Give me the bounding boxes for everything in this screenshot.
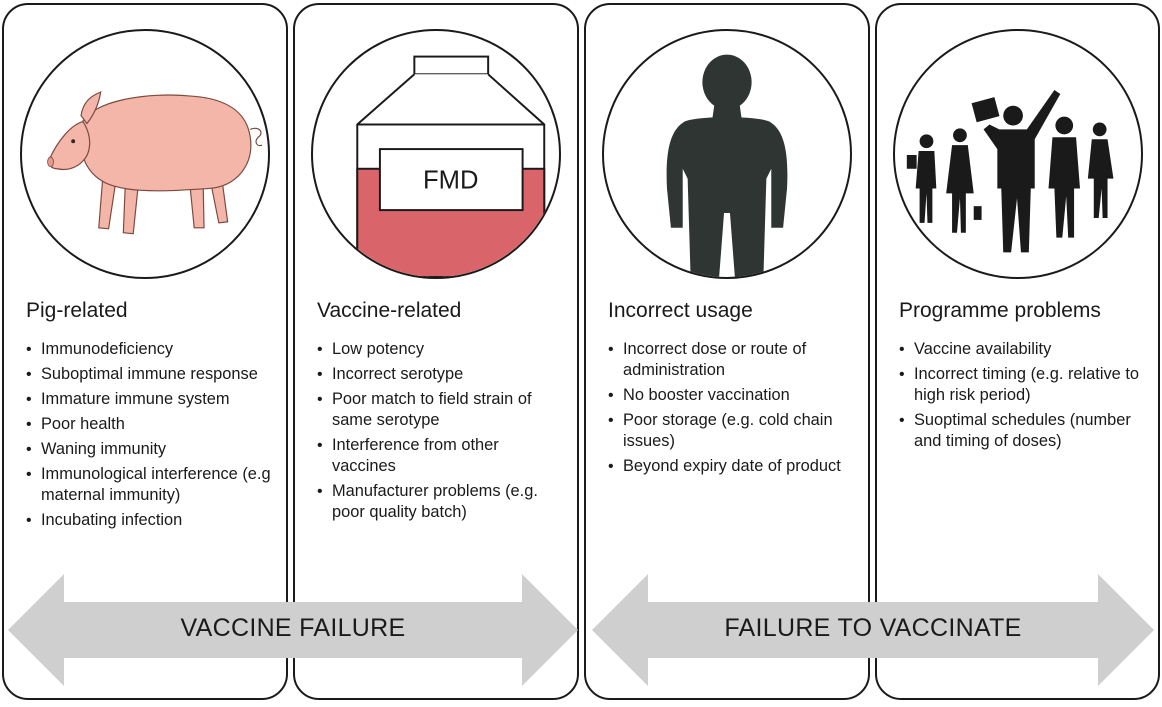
panel-vaccine-related: FMD Vaccine-related Low potency Incorrec… bbox=[293, 3, 579, 700]
people-image-circle bbox=[892, 29, 1143, 279]
list-item: Poor health bbox=[26, 414, 276, 435]
list-item: Manufacturer problems (e.g. poor quality… bbox=[317, 481, 567, 523]
list-item: Poor match to field strain of same serot… bbox=[317, 389, 567, 431]
panel-heading: Pig-related bbox=[26, 299, 128, 322]
arrow-label: FAILURE TO VACCINATE bbox=[724, 614, 1022, 642]
double-arrow-icon bbox=[592, 574, 1154, 686]
list-item: Interference from other vaccines bbox=[317, 435, 567, 477]
list-item: Incorrect dose or route of administratio… bbox=[608, 339, 858, 381]
list-item: Poor storage (e.g. cold chain issues) bbox=[608, 410, 858, 452]
list-item: No booster vaccination bbox=[608, 385, 858, 406]
list-item: Waning immunity bbox=[26, 439, 276, 460]
panel-heading: Vaccine-related bbox=[317, 299, 462, 322]
bullet-list: Vaccine availability Incorrect timing (e… bbox=[899, 339, 1148, 456]
list-item: Beyond expiry date of product bbox=[608, 456, 858, 477]
pig-icon bbox=[47, 91, 263, 235]
vaccine-bottle-icon: FMD bbox=[356, 55, 546, 277]
list-item: Immature immune system bbox=[26, 389, 276, 410]
pig-image-circle bbox=[20, 29, 270, 279]
vaccine-image-circle: FMD bbox=[311, 29, 561, 279]
list-item: Suoptimal schedules (number and timing o… bbox=[899, 410, 1148, 452]
list-item: Incorrect serotype bbox=[317, 364, 567, 385]
list-item: Immunodeficiency bbox=[26, 339, 276, 360]
arrow-label: VACCINE FAILURE bbox=[180, 614, 406, 642]
person-image-circle bbox=[602, 29, 852, 279]
list-item: Incubating infection bbox=[26, 510, 276, 531]
panel-pig-related: Pig-related Immunodeficiency Suboptimal … bbox=[2, 3, 288, 700]
double-arrow-icon bbox=[8, 574, 578, 686]
bullet-list: Low potency Incorrect serotype Poor matc… bbox=[317, 339, 567, 527]
panel-incorrect-usage: Incorrect usage Incorrect dose or route … bbox=[584, 3, 870, 700]
list-item: Vaccine availability bbox=[899, 339, 1148, 360]
list-item: Immunological interference (e.g maternal… bbox=[26, 464, 276, 506]
panel-programme-problems: Programme problems Vaccine availability … bbox=[875, 3, 1160, 700]
bullet-list: Incorrect dose or route of administratio… bbox=[608, 339, 858, 481]
person-silhouette-icon bbox=[666, 54, 788, 277]
list-item: Suboptimal immune response bbox=[26, 364, 276, 385]
fmd-label: FMD bbox=[423, 166, 478, 194]
bullet-list: Immunodeficiency Suboptimal immune respo… bbox=[26, 339, 276, 535]
list-item: Incorrect timing (e.g. relative to high … bbox=[899, 364, 1148, 406]
vaccine-failure-arrow: VACCINE FAILURE bbox=[8, 572, 578, 688]
people-group-icon bbox=[906, 90, 1113, 253]
failure-to-vaccinate-arrow: FAILURE TO VACCINATE bbox=[592, 572, 1154, 688]
panel-heading: Incorrect usage bbox=[608, 299, 753, 322]
list-item: Low potency bbox=[317, 339, 567, 360]
panel-heading: Programme problems bbox=[899, 299, 1101, 322]
